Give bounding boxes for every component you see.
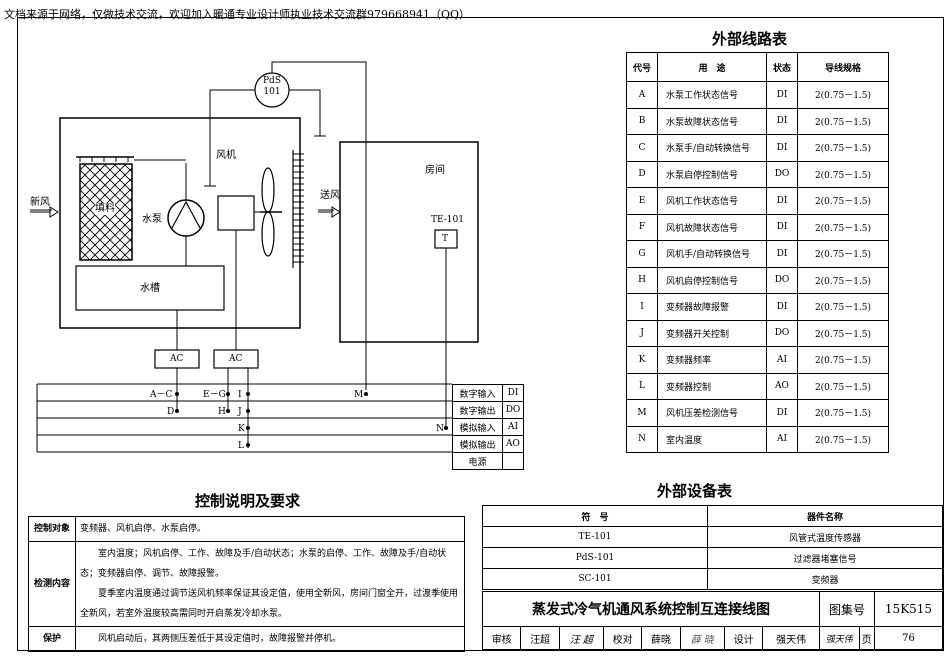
design-label: 设计: [723, 626, 764, 650]
drawing-title: 蒸发式冷气机通风系统控制互连接线图: [482, 591, 820, 627]
page-label: 页: [858, 626, 875, 650]
ac2-label: AC: [229, 354, 243, 364]
table-row: 保护 风机启动后，其两侧压差低于其设定值时，故障报警并停机。: [28, 626, 465, 652]
terminal-k: K: [238, 424, 245, 434]
reviewer: 汪超: [520, 626, 560, 650]
pds-label: PdS 101: [263, 76, 281, 97]
table-row: 控制对象变频器、风机启停、水泵启停。: [28, 516, 465, 542]
checker-signature: 薛 晓: [679, 626, 725, 650]
terminal-n: N: [436, 424, 444, 434]
atlas-number: 15K515: [874, 591, 943, 627]
fan-motor: [217, 195, 255, 231]
designer-signature: 强天伟: [819, 626, 860, 650]
control-diagram: [30, 61, 479, 453]
designer: 强天伟: [762, 626, 820, 650]
terminal-l: L: [238, 441, 244, 451]
external-lines-title: 外部线路表: [712, 30, 788, 48]
terminal-ac: A－C: [150, 390, 173, 400]
terminal-d: D: [167, 407, 175, 417]
drawing-frame: [17, 17, 944, 651]
title-block: 蒸发式冷气机通风系统控制互连接线图 图集号 15K515 审核 汪超 汪 超 校…: [481, 591, 943, 650]
unit-casing: [59, 117, 301, 329]
table-header-row: 代号 用 途 状态 导线规格: [626, 52, 889, 82]
external-devices-title: 外部设备表: [657, 482, 733, 500]
terminal-j: J: [238, 407, 242, 417]
te-label: TE-101: [431, 215, 464, 225]
water-tank: [75, 265, 225, 311]
room-label: 房间: [425, 165, 445, 176]
fan-blade-top: [261, 167, 275, 213]
header-note: 文档来源于网络，仅做技术交流，欢迎加入暖通专业设计师执业技术交流群9796689…: [4, 8, 471, 21]
room-box: [339, 141, 479, 343]
page-number: 76: [874, 626, 943, 650]
check-label: 校对: [602, 626, 643, 650]
checker: 薛晓: [641, 626, 681, 650]
table-row: 检测内容 室内温度；风机启停、工作、故障及手/自动状态；水泵的启停、工作、故障及…: [28, 541, 465, 627]
review-label: 审核: [481, 626, 522, 650]
fan-label: 风机: [216, 150, 236, 161]
fresh-air-label: 新风: [30, 197, 50, 208]
supply-air-label: 送风: [320, 190, 340, 201]
terminal-eg: E－G: [203, 390, 226, 400]
table-header-row: 符 号器件名称: [482, 505, 943, 527]
terminal-h: H: [218, 407, 226, 417]
control-notes-table: 控制对象变频器、风机启停、水泵启停。 检测内容 室内温度；风机启停、工作、故障及…: [28, 516, 465, 652]
pad-label: 填料: [95, 203, 115, 215]
tank-label: 水槽: [140, 283, 160, 294]
reviewer-signature: 汪 超: [558, 626, 604, 650]
fan-blade-bottom: [261, 211, 275, 257]
control-notes-title: 控制说明及要求: [195, 492, 301, 510]
t-box-label: T: [442, 234, 449, 244]
pump-symbol: [167, 199, 205, 237]
atlas-label: 图集号: [819, 591, 875, 627]
pump-label: 水泵: [142, 214, 162, 225]
terminal-m: M: [354, 390, 364, 400]
ac1-label: AC: [170, 354, 184, 364]
signal-row: 电源: [452, 452, 524, 470]
terminal-i: I: [238, 390, 242, 400]
